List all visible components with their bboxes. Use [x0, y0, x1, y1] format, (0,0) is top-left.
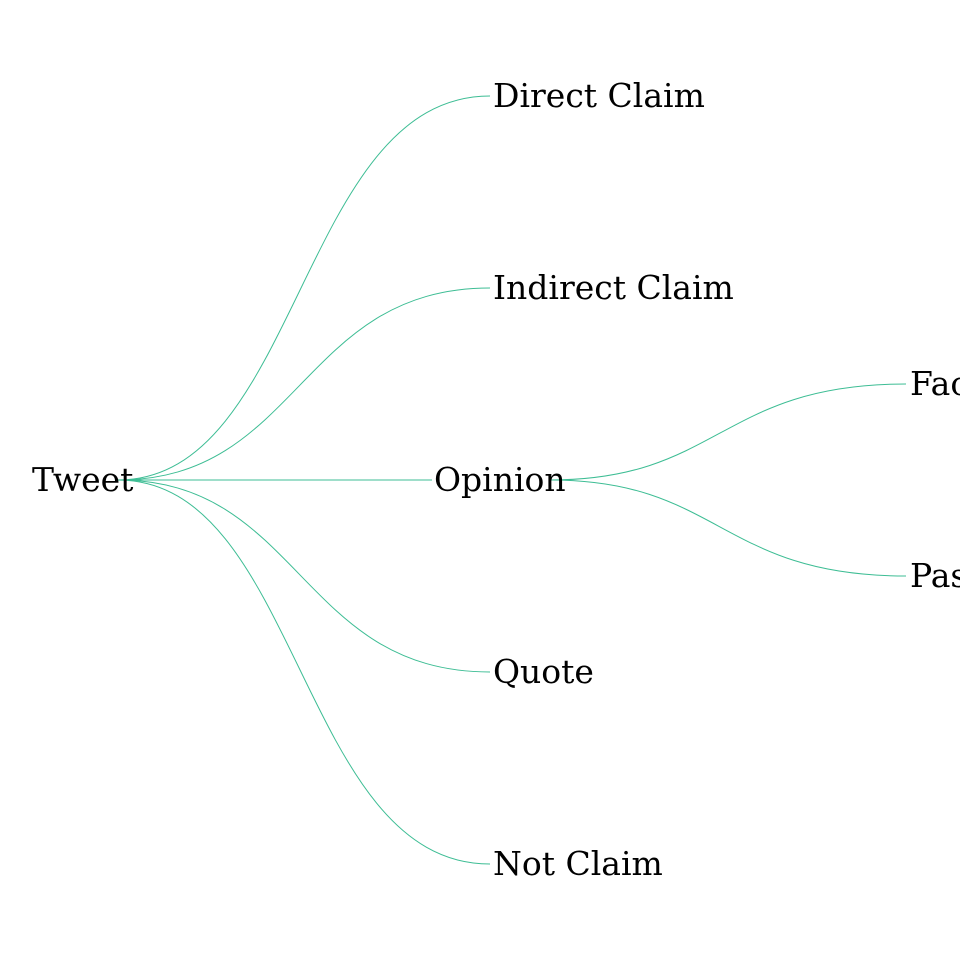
- labels: Tweet Direct Claim Indirect Claim Opinio…: [32, 76, 960, 883]
- edge-opinion-fac: [549, 383, 907, 481]
- edge-tweet-quote: [117, 479, 491, 673]
- node-fac[interactable]: Fac: [910, 364, 960, 403]
- node-tweet[interactable]: Tweet: [32, 460, 133, 499]
- edge-opinion-pas: [549, 479, 907, 577]
- node-direct-claim[interactable]: Direct Claim: [493, 76, 705, 115]
- edge-tweet-indirect-claim: [117, 287, 491, 481]
- node-quote[interactable]: Quote: [493, 652, 594, 691]
- edges: [117, 95, 907, 865]
- edge-tweet-not-claim: [117, 479, 491, 865]
- node-pas[interactable]: Pas: [910, 556, 960, 595]
- node-opinion[interactable]: Opinion: [434, 460, 566, 499]
- edge-tweet-direct-claim: [117, 95, 491, 481]
- node-not-claim[interactable]: Not Claim: [493, 844, 663, 883]
- node-indirect-claim[interactable]: Indirect Claim: [493, 268, 734, 307]
